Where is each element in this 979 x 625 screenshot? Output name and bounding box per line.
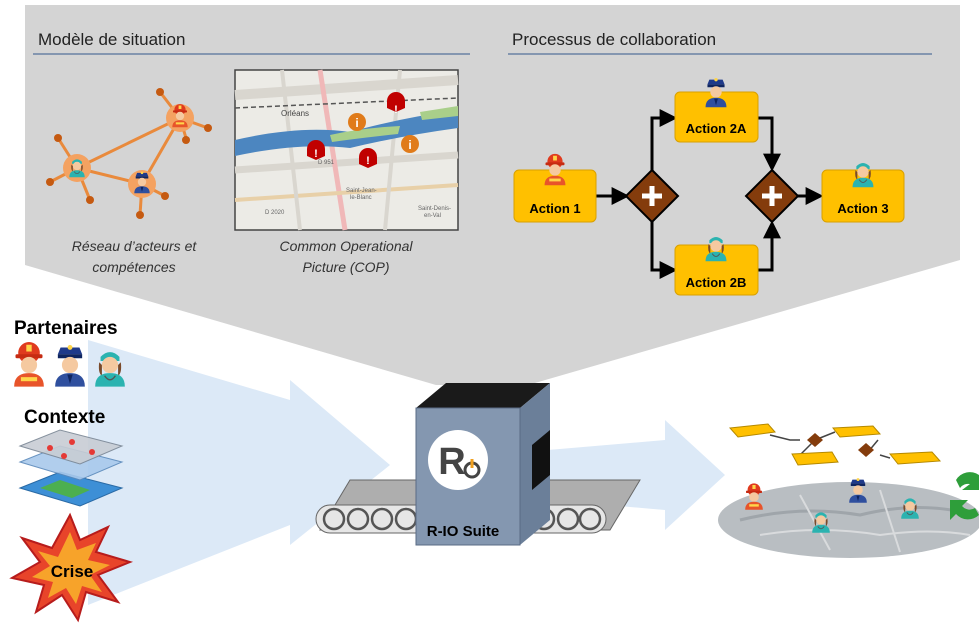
alert-marker-icon: ! <box>307 140 325 160</box>
rio-logo-icon <box>428 430 488 490</box>
action-2b-box: Action 2B <box>674 236 759 296</box>
svg-text:D 951: D 951 <box>318 160 335 166</box>
right-section-title: Processus de collaboration <box>512 30 716 49</box>
plus-gateway-icon <box>744 168 800 224</box>
info-marker-icon: i <box>348 113 366 131</box>
svg-text:Action 2B: Action 2B <box>686 275 747 290</box>
action-1-box: Action 1 <box>513 153 597 223</box>
firefighter-icon <box>14 342 44 387</box>
left-section-title: Modèle de situation <box>38 30 185 49</box>
crisis-label: Crise <box>51 562 94 581</box>
output-process-overlay <box>728 423 942 466</box>
network-caption-line2: compétences <box>92 259 175 275</box>
svg-text:i: i <box>408 138 411 152</box>
svg-text:Orléans: Orléans <box>281 109 309 118</box>
map-layers-icon <box>18 429 124 507</box>
svg-text:i: i <box>355 116 358 130</box>
alert-marker-icon: ! <box>359 148 377 168</box>
svg-text:!: ! <box>366 155 370 167</box>
process-connectors <box>596 109 824 279</box>
refresh-icon <box>950 468 979 520</box>
action-2a-box: Action 2A <box>674 77 759 143</box>
machine-label: R-IO Suite <box>427 523 500 540</box>
cop-caption-line2: Picture (COP) <box>302 259 389 275</box>
network-leaf-nodes <box>46 88 212 219</box>
cop-caption-line1: Common Operational <box>279 238 413 254</box>
svg-text:le-Blanc: le-Blanc <box>350 195 372 201</box>
info-marker-icon: i <box>401 135 419 153</box>
svg-text:!: ! <box>314 148 318 160</box>
svg-text:Action 1: Action 1 <box>529 201 580 216</box>
plus-gateway-icon <box>624 168 680 224</box>
alert-marker-icon: ! <box>387 92 405 116</box>
input-arrow <box>88 340 390 605</box>
svg-text:Action 2A: Action 2A <box>686 121 747 136</box>
partners-label: Partenaires <box>14 318 118 339</box>
svg-text:en-Val: en-Val <box>424 213 441 219</box>
svg-text:D 2020: D 2020 <box>265 210 285 216</box>
svg-text:Saint-Denis-: Saint-Denis- <box>418 206 451 212</box>
svg-text:R: R <box>438 441 465 483</box>
svg-text:Saint-Jean-: Saint-Jean- <box>346 188 377 194</box>
explosion-icon <box>9 512 134 623</box>
rio-suite-machine: R R-IO Suite <box>415 383 550 546</box>
svg-text:Action 3: Action 3 <box>837 201 888 216</box>
svg-text:!: ! <box>394 104 398 116</box>
cop-map: Orléans D 951 Saint-Jean- le-Blanc Saint… <box>234 69 459 231</box>
action-3-box: Action 3 <box>821 162 905 223</box>
police-icon <box>55 345 85 387</box>
network-caption-line1: Réseau d’acteurs et <box>72 238 198 254</box>
context-label: Contexte <box>24 407 105 428</box>
